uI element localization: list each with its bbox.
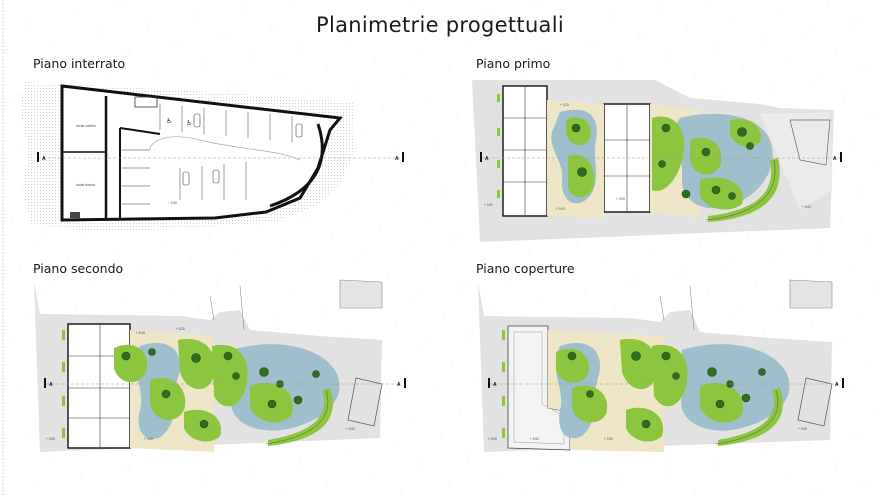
accessible-parking-icon: ♿ — [166, 117, 172, 125]
panel-label-interrato: Piano interrato — [33, 56, 125, 71]
room-label: locale tecnico — [76, 183, 96, 187]
room-label: locale cantina — [76, 124, 96, 128]
level-label: + 0.00 — [604, 437, 613, 441]
level-label: + 0.00 — [144, 437, 153, 441]
stair-core — [134, 96, 158, 108]
page-title: Planimetrie progettuali — [316, 13, 564, 37]
green-band — [718, 388, 783, 446]
section-marker-right: A — [397, 382, 401, 388]
panel-label-primo: Piano primo — [476, 56, 550, 71]
basement-outline — [60, 84, 343, 222]
panel-label-secondo: Piano secondo — [33, 261, 123, 276]
level-label: + 9.60 — [530, 437, 539, 441]
panel-piano-primo: Piano primo — [472, 56, 842, 242]
panel-piano-secondo: Piano secondo + 6.40 — [33, 261, 406, 452]
section-marker-left: A — [493, 382, 497, 388]
level-label: + 0.00 — [488, 437, 497, 441]
accessible-parking-icon: ♿ — [186, 119, 192, 127]
section-marker-left: A — [485, 156, 489, 162]
level-label: + 0.00 — [556, 207, 565, 211]
level-label: + 3.20 — [176, 327, 185, 331]
panel-piano-coperture: Piano coperture + 0.00 + 9.60 + — [476, 261, 844, 452]
level-label: + 0.00 — [802, 205, 811, 209]
green-band — [708, 158, 780, 222]
grass-area — [652, 116, 685, 191]
panel-piano-interrato: Piano interrato — [20, 56, 404, 232]
panel-label-coperture: Piano coperture — [476, 261, 575, 276]
grass-area — [556, 348, 590, 383]
building-block — [67, 323, 131, 449]
section-marker-left: A — [42, 156, 46, 162]
level-label: + 0.00 — [616, 197, 625, 201]
level-label: + 6.40 — [136, 331, 145, 335]
level-label: + 0.00 — [46, 437, 55, 441]
green-band — [268, 388, 333, 446]
level-label: − 3.50 — [168, 201, 177, 205]
section-marker-right: A — [833, 156, 837, 162]
level-label: + 0.00 — [798, 427, 807, 431]
section-marker-left: A — [49, 382, 53, 388]
level-label: + 0.00 — [346, 427, 355, 431]
section-marker-right: A — [395, 156, 399, 162]
level-label: + 3.20 — [560, 103, 569, 107]
section-marker-right: A — [835, 382, 839, 388]
level-label: + 0.00 — [484, 203, 493, 207]
